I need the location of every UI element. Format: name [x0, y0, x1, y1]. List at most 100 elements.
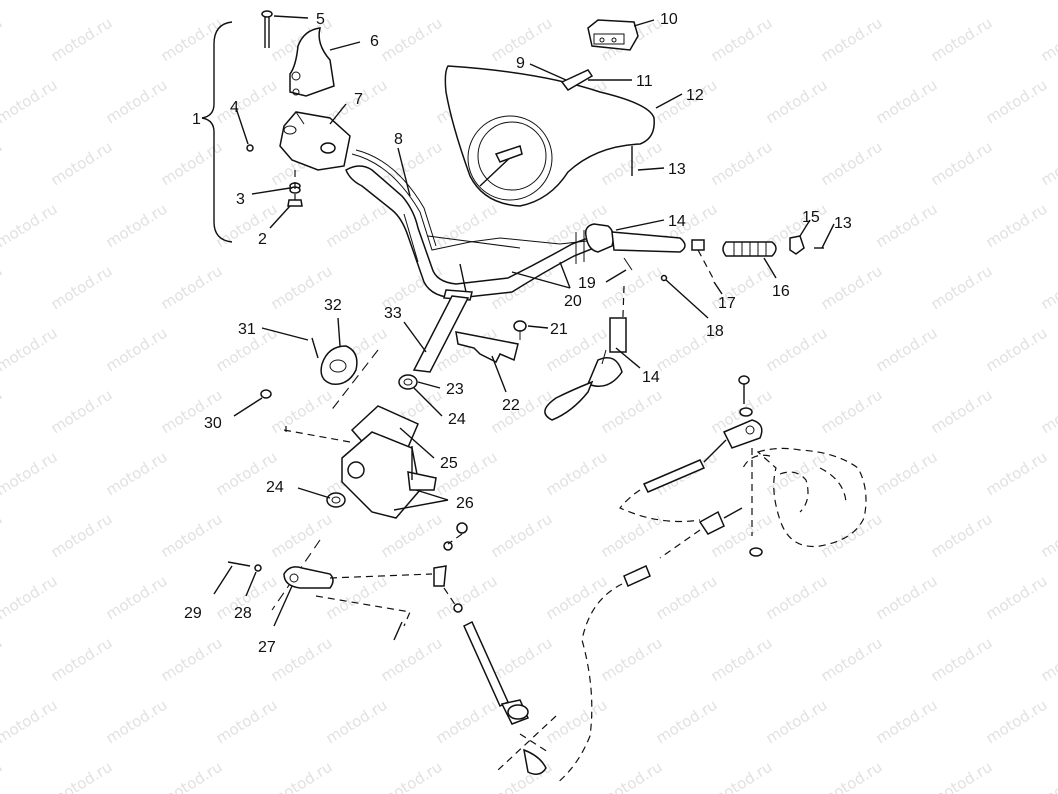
watermark-text: motod.ru	[873, 324, 941, 376]
watermark-text: motod.ru	[818, 138, 886, 190]
throttle-housing-part-7	[279, 111, 351, 171]
watermark-text: motod.ru	[928, 386, 996, 438]
watermark-text: motod.ru	[873, 76, 941, 128]
switch-part-10	[587, 19, 639, 51]
watermark-text: motod.ru	[158, 262, 226, 314]
watermark-text: motod.ru	[323, 0, 391, 3]
callout-12: 12	[686, 87, 704, 104]
watermark-text: motod.ru	[543, 572, 611, 624]
watermark-text: motod.ru	[763, 572, 831, 624]
watermark-text: motod.ru	[0, 448, 60, 500]
bolt-part-5	[261, 10, 273, 48]
tie-rod-end	[433, 522, 468, 613]
watermark-text: motod.ru	[928, 758, 996, 794]
watermark-text: motod.ru	[1038, 758, 1058, 794]
watermark-text: motod.ru	[48, 386, 116, 438]
watermark-text: motod.ru	[0, 386, 5, 438]
clamp-part-21	[513, 320, 527, 340]
callout-11: 11	[636, 73, 653, 90]
watermark-text: motod.ru	[268, 634, 336, 686]
watermark-text: motod.ru	[103, 696, 171, 748]
watermark-text: motod.ru	[983, 200, 1051, 252]
watermark-text: motod.ru	[1038, 386, 1058, 438]
watermark-text: motod.ru	[48, 262, 116, 314]
callout-3: 3	[236, 191, 245, 208]
screw-part-18	[660, 274, 668, 282]
bearing-plate-part-32	[311, 337, 358, 385]
watermark-text: motod.ru	[488, 510, 556, 562]
throttle-cable-lower	[463, 620, 549, 775]
callout-28: 28	[234, 605, 252, 622]
clamp-bracket-part-6	[289, 27, 335, 97]
watermark-text: motod.ru	[983, 0, 1051, 3]
watermark-text: motod.ru	[818, 262, 886, 314]
watermark-text: motod.ru	[213, 0, 281, 3]
watermark-text: motod.ru	[1038, 138, 1058, 190]
nut-part-2	[287, 199, 303, 207]
watermark-text: motod.ru	[48, 138, 116, 190]
watermark-text: motod.ru	[48, 14, 116, 66]
handlebar-pad-part-12	[444, 65, 655, 207]
watermark-text: motod.ru	[48, 634, 116, 686]
bushing-part-23	[398, 374, 418, 390]
watermark-text: motod.ru	[598, 510, 666, 562]
watermark-text: motod.ru	[653, 696, 721, 748]
watermark-text: motod.ru	[983, 76, 1051, 128]
watermark-text: motod.ru	[103, 572, 171, 624]
callout-29: 29	[184, 605, 202, 622]
watermark-text: motod.ru	[708, 14, 776, 66]
parts-drawing	[201, 10, 867, 785]
watermark-text: motod.ru	[378, 14, 446, 66]
watermark-text: motod.ru	[873, 0, 941, 3]
watermark-text: motod.ru	[653, 0, 721, 3]
watermark-text: motod.ru	[433, 0, 501, 3]
watermark-text: motod.ru	[928, 262, 996, 314]
watermark-text: motod.ru	[378, 758, 446, 794]
watermark-text: motod.ru	[928, 14, 996, 66]
watermark-text: motod.ru	[653, 572, 721, 624]
watermark-text: motod.ru	[818, 634, 886, 686]
callout-18: 18	[706, 323, 724, 340]
watermark-text: motod.ru	[0, 510, 5, 562]
watermark-text: motod.ru	[763, 696, 831, 748]
watermark-text: motod.ru	[268, 510, 336, 562]
mount-bracket-part-22	[455, 331, 519, 364]
callout-32: 32	[324, 297, 342, 314]
watermark-text: motod.ru	[818, 14, 886, 66]
callout-1: 1	[192, 111, 201, 128]
callout-5: 5	[316, 11, 325, 28]
watermark-text: motod.ru	[928, 510, 996, 562]
callout-8: 8	[394, 131, 403, 148]
watermark-text: motod.ru	[213, 200, 281, 252]
watermark-text: motod.ru	[708, 758, 776, 794]
watermark-text: motod.ru	[323, 200, 391, 252]
callout-14-tether: 14	[642, 369, 660, 386]
steering-column-part-33	[412, 263, 473, 373]
watermark-text: motod.ru	[0, 138, 5, 190]
watermark-text: motod.ru	[818, 386, 886, 438]
steering-block-part-25	[341, 405, 437, 519]
watermark-text: motod.ru	[543, 448, 611, 500]
watermark-text: motod.ru	[873, 572, 941, 624]
watermark-text: motod.ru	[873, 200, 941, 252]
callout-22: 22	[502, 397, 520, 414]
watermark-text: motod.ru	[708, 634, 776, 686]
watermark-text: motod.ru	[983, 572, 1051, 624]
watermark-text: motod.ru	[158, 510, 226, 562]
watermark-text: motod.ru	[158, 634, 226, 686]
watermark-text: motod.ru	[103, 0, 171, 3]
engine-housing	[741, 447, 867, 548]
watermark-text: motod.ru	[763, 0, 831, 3]
watermark-text: motod.ru	[0, 696, 60, 748]
watermark-text: motod.ru	[48, 510, 116, 562]
callout-14-switch: 14	[668, 213, 686, 230]
watermark-text: motod.ru	[983, 448, 1051, 500]
watermark-text: motod.ru	[103, 324, 171, 376]
cap-part-17	[691, 239, 715, 281]
callout-27: 27	[258, 639, 276, 656]
end-cap-part-15	[789, 235, 824, 255]
screw-part-19	[623, 257, 633, 271]
watermark-text: motod.ru	[0, 262, 5, 314]
watermark-text: motod.ru	[598, 758, 666, 794]
